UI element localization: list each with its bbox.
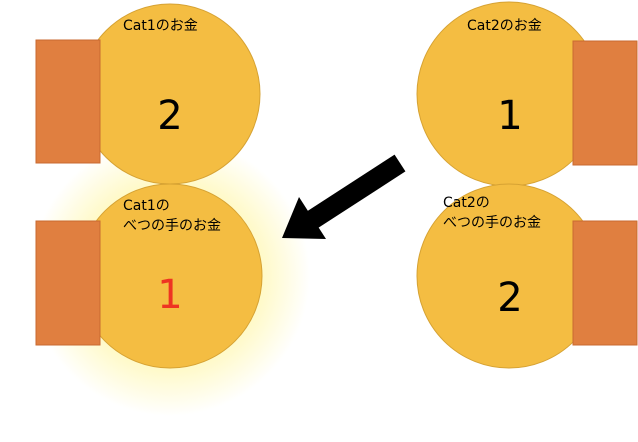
coin-label-line: Cat2のお金 [467,18,542,34]
coin-value: 2 [497,275,522,321]
coin-label: Cat1の べつの手のお金 [123,198,221,234]
cat2-other-money-coin: Cat2の べつの手のお金 2 [416,183,638,369]
coin-label: Cat2のお金 [467,18,542,34]
cat1-money-coin: Cat1のお金 2 [35,3,261,185]
coin-label-line: Cat2の [443,195,490,211]
hand-block [572,220,638,346]
hand-block [572,40,638,166]
coin-value: 2 [157,93,182,139]
coin-value: 1 [497,93,522,139]
arrow-head [282,197,326,239]
coin-label: Cat1のお金 [123,18,198,34]
coin-label: Cat2の べつの手のお金 [443,195,541,231]
transfer-arrow [282,154,406,239]
hand-block [35,39,101,164]
arrow-shaft [306,154,406,229]
coin-label-line: べつの手のお金 [443,215,541,231]
cat1-other-money-coin: Cat1の べつの手のお金 1 [35,183,263,369]
cat2-money-coin: Cat2のお金 1 [416,1,638,187]
coin-label-line: Cat1の [123,198,170,214]
hand-block [35,220,101,346]
coin-label-line: べつの手のお金 [123,218,221,234]
coin-label-line: Cat1のお金 [123,18,198,34]
coin-value: 1 [157,272,182,318]
